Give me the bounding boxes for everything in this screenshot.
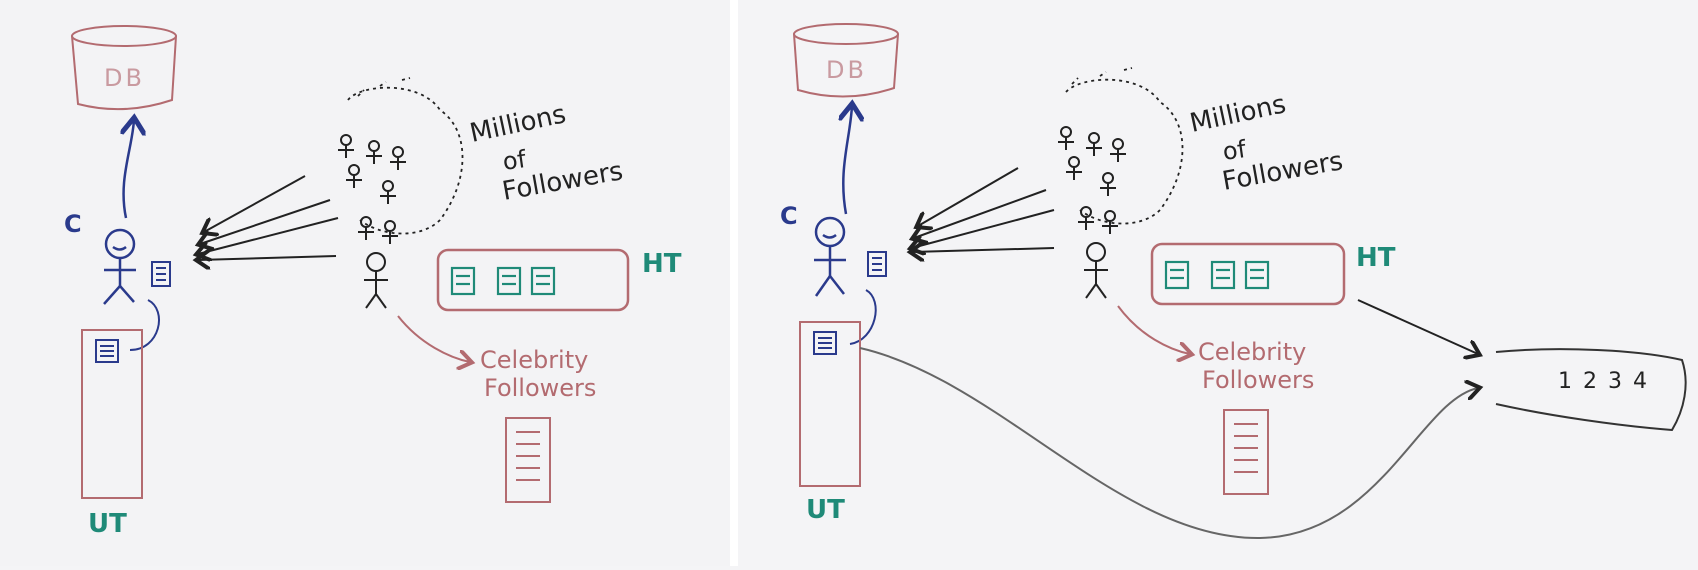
millions-line2: of	[501, 145, 528, 176]
celebrity-line1-right: Celebrity	[1198, 338, 1306, 366]
celebrity-arrow-right	[1117, 305, 1190, 354]
db-label-right: DB	[826, 56, 867, 84]
celebrity-list	[505, 417, 551, 503]
celebrity-line2: Followers	[484, 374, 596, 402]
celebrity-list-right	[1223, 409, 1269, 495]
home-to-merge-arrow	[1357, 299, 1478, 354]
follower-figures-right	[1058, 126, 1126, 234]
user-label-right: C	[780, 202, 798, 230]
follower-crowd-right	[1065, 67, 1184, 225]
timeline-tweet-icon-right	[813, 331, 837, 355]
db-cylinder-right	[793, 23, 899, 98]
user-to-timeline-link-right	[849, 289, 877, 345]
user-timeline-label: UT	[88, 509, 127, 539]
merged-box-label: 1 2 3 4	[1558, 369, 1649, 394]
timeline-to-merge-curve	[859, 347, 1478, 540]
celebrity-arrow	[397, 315, 470, 362]
user-to-timeline-link	[129, 299, 160, 351]
write-arrow-right	[843, 106, 852, 215]
tweet-icon-right	[867, 251, 887, 277]
panel-divider	[730, 0, 738, 566]
left-board	[0, 0, 730, 566]
write-arrow	[124, 120, 134, 219]
home-timeline-tweets-right	[1164, 260, 1270, 290]
home-timeline-label: HT	[642, 249, 682, 279]
millions-line2-right: of	[1221, 135, 1248, 166]
user-stick-figure-right	[814, 216, 846, 297]
celebrity-figure	[364, 252, 388, 309]
db-label: DB	[104, 64, 145, 92]
follower-figures	[338, 134, 406, 244]
merged-box	[1495, 348, 1687, 432]
user-timeline-box	[81, 329, 143, 499]
user-timeline-box-right	[799, 321, 861, 487]
user-stick-figure	[103, 228, 136, 305]
home-timeline-label-right: HT	[1356, 243, 1396, 273]
user-label: C	[64, 210, 82, 238]
celebrity-line1: Celebrity	[480, 346, 588, 374]
tweet-icon	[151, 261, 171, 287]
right-board	[738, 0, 1698, 566]
follower-arrows	[198, 175, 339, 260]
home-timeline-box	[436, 248, 630, 312]
follower-crowd	[347, 77, 464, 235]
db-cylinder	[71, 25, 177, 111]
celebrity-figure-right	[1084, 242, 1108, 299]
home-timeline-box-right	[1150, 242, 1346, 306]
home-timeline-tweets	[450, 266, 556, 296]
celebrity-line2-right: Followers	[1202, 366, 1314, 394]
follower-arrows-right	[912, 167, 1055, 252]
timeline-tweet-icon	[95, 339, 119, 363]
user-timeline-label-right: UT	[806, 495, 845, 525]
